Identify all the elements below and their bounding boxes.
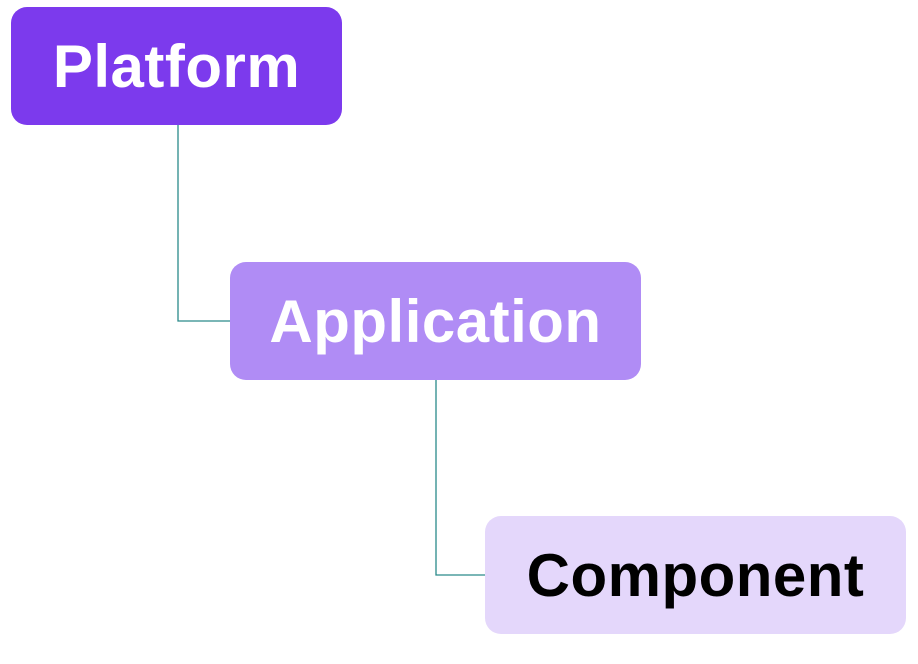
- node-platform-label: Platform: [52, 32, 301, 100]
- node-component-label: Component: [526, 541, 865, 609]
- node-application: Application: [230, 262, 641, 380]
- node-application-label: Application: [269, 287, 602, 355]
- node-platform: Platform: [11, 7, 342, 125]
- connector-platform-to-application: [177, 125, 230, 322]
- node-component: Component: [485, 516, 906, 634]
- connector-application-to-component: [435, 380, 485, 576]
